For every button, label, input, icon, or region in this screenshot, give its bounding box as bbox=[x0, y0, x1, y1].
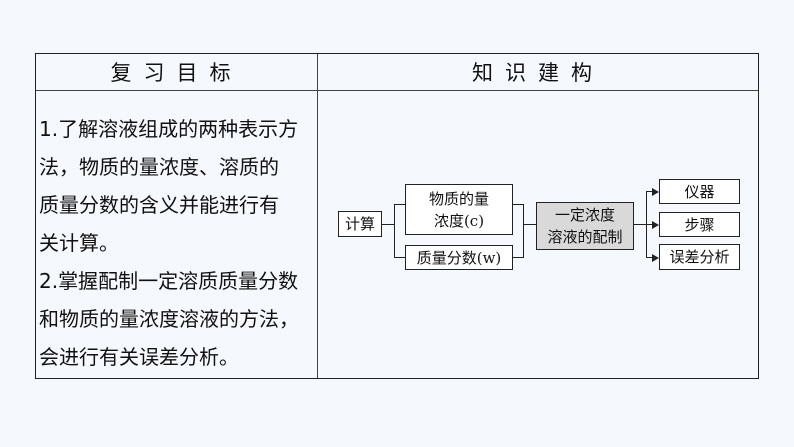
connector bbox=[646, 191, 653, 193]
mass-fraction-box: 质量分数(w) bbox=[405, 245, 513, 270]
connector bbox=[646, 224, 653, 226]
goal-line: 法，物质的量浓度、溶质的 bbox=[39, 155, 279, 179]
connector bbox=[646, 257, 653, 259]
arrow-icon bbox=[652, 188, 659, 196]
output-steps: 步骤 bbox=[659, 212, 740, 237]
goal-line: 质量分数的含义并能进行有 bbox=[39, 193, 279, 217]
connector bbox=[513, 204, 524, 206]
molar-line1: 物质的量 bbox=[428, 189, 489, 208]
connector bbox=[382, 224, 394, 226]
goal-line: 会进行有关误差分析。 bbox=[39, 345, 239, 369]
header-review-goals: 复习目标 bbox=[110, 61, 243, 85]
calc-box: 计算 bbox=[338, 211, 382, 237]
connector bbox=[634, 224, 647, 226]
molar-line2: 浓度(c) bbox=[433, 211, 485, 230]
solution-preparation-box: 一定浓度 溶液的配制 bbox=[536, 202, 634, 250]
arrow-icon bbox=[652, 221, 659, 229]
goal-line: 关计算。 bbox=[39, 231, 119, 255]
connector bbox=[394, 257, 405, 259]
connector bbox=[394, 204, 405, 206]
arrow-icon bbox=[652, 254, 659, 262]
goal-line: 1.了解溶液组成的两种表示方 bbox=[39, 117, 299, 141]
connector bbox=[523, 204, 525, 258]
center-line1: 一定浓度 bbox=[554, 206, 615, 224]
connector bbox=[394, 204, 396, 258]
goals-text: 1.了解溶液组成的两种表示方 法，物质的量浓度、溶质的 质量分数的含义并能进行有… bbox=[39, 110, 315, 376]
goal-line: 和物质的量浓度溶液的方法， bbox=[39, 307, 299, 331]
goal-line: 2.掌握配制一定溶质质量分数 bbox=[39, 269, 299, 293]
output-instruments: 仪器 bbox=[659, 179, 740, 204]
output-error-analysis: 误差分析 bbox=[659, 244, 740, 270]
connector bbox=[523, 224, 536, 226]
column-divider bbox=[317, 54, 318, 378]
connector bbox=[513, 257, 524, 259]
molar-concentration-box: 物质的量 浓度(c) bbox=[405, 184, 513, 235]
review-table: 复习目标 知识建构 1.了解溶液组成的两种表示方 法，物质的量浓度、溶质的 质量… bbox=[35, 53, 759, 379]
header-knowledge-structure: 知识建构 bbox=[472, 61, 604, 85]
center-line2: 溶液的配制 bbox=[547, 228, 623, 246]
header-divider bbox=[36, 90, 758, 91]
